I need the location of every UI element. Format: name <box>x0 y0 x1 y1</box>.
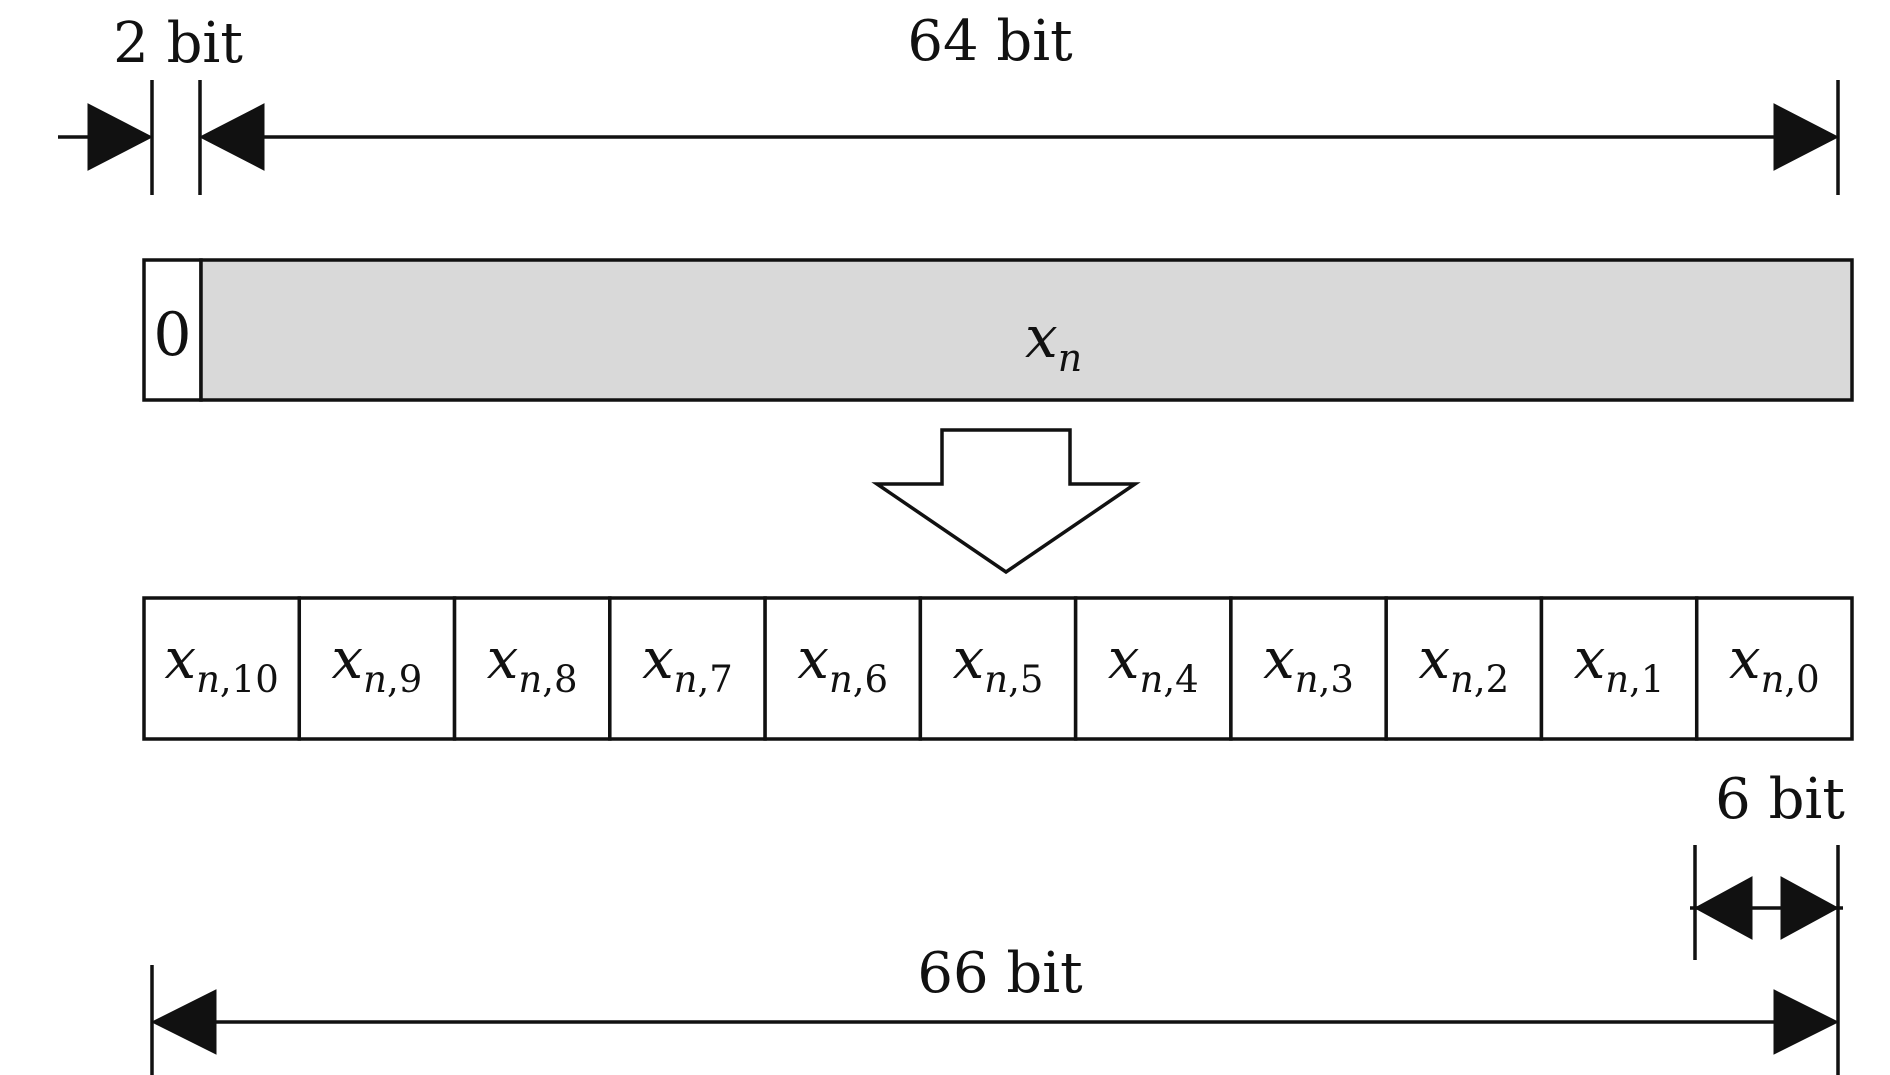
sixty-six-bit-label: 66 bit <box>917 941 1083 1006</box>
sixty-four-bit-left-arrowhead-icon <box>198 103 265 171</box>
split-down-arrow-icon <box>871 428 1141 575</box>
chunk-cell-label: xn,2 <box>1418 627 1509 701</box>
chunk-cell-label: xn,8 <box>487 627 578 701</box>
chunk-cell-label: xn,7 <box>642 627 733 701</box>
sixty-four-bit-label: 64 bit <box>907 9 1073 74</box>
sixty-six-bit-left-arrowhead-icon <box>150 989 217 1055</box>
six-bit-right-arrowhead-icon <box>1780 876 1840 940</box>
chunk-cell: xn,8 <box>452 596 612 741</box>
chunk-cell-label: xn,10 <box>164 627 278 701</box>
chunk-cell-label: xn,4 <box>1108 627 1199 701</box>
chunk-cell-label: xn,5 <box>953 627 1044 701</box>
chunk-cell-box <box>297 596 457 741</box>
chunk-cell: xn,0 <box>1694 596 1854 741</box>
chunk-cell: xn,3 <box>1229 596 1388 741</box>
chunk-cell: xn,7 <box>608 596 767 741</box>
sixty-four-bit-right-arrowhead-icon <box>1773 103 1840 171</box>
chunk-cell-box <box>608 596 767 741</box>
xn-register-label: xn <box>1025 303 1082 380</box>
top-dimension-group: 2 bit 64 bit <box>58 9 1840 195</box>
chunk-cell: xn,2 <box>1384 596 1544 741</box>
chunk-cell-label: xn,9 <box>332 627 423 701</box>
chunk-cell-label: xn,0 <box>1729 627 1820 701</box>
chunk-row: xn,10 xn,9 xn,8 xn,7 xn,6 xn,5 xn,4 xn,3 xn,2 xn,… <box>142 596 1854 741</box>
chunk-cell-box <box>452 596 612 741</box>
chunk-cell-label: xn,3 <box>1263 627 1354 701</box>
bottom-dimension-group: 6 bit 66 bit <box>150 767 1845 1075</box>
chunk-cell: xn,9 <box>297 596 457 741</box>
chunk-cell: xn,1 <box>1539 596 1699 741</box>
zero-cell-label: 0 <box>153 300 191 370</box>
chunk-cell: xn,4 <box>1073 596 1233 741</box>
chunk-cell: xn,10 <box>142 596 302 741</box>
xn-register-cell <box>199 258 1854 402</box>
chunk-cell-label: xn,6 <box>797 627 888 701</box>
chunk-cell-label: xn,1 <box>1574 627 1665 701</box>
chunk-cell: xn,5 <box>918 596 1078 741</box>
chunk-cell-box <box>918 596 1078 741</box>
six-bit-left-arrowhead-icon <box>1693 876 1753 940</box>
six-bit-label: 6 bit <box>1715 767 1845 832</box>
two-bit-arrowhead-icon <box>87 103 154 171</box>
chunk-cell-box <box>1229 596 1388 741</box>
chunk-cell-box <box>1073 596 1233 741</box>
chunk-cell-box <box>1694 596 1854 741</box>
top-register: 0 xn <box>142 258 1854 402</box>
sixty-six-bit-right-arrowhead-icon <box>1773 989 1840 1055</box>
chunk-cell: xn,6 <box>763 596 923 741</box>
chunk-cell-box <box>1539 596 1699 741</box>
two-bit-label: 2 bit <box>113 11 243 76</box>
